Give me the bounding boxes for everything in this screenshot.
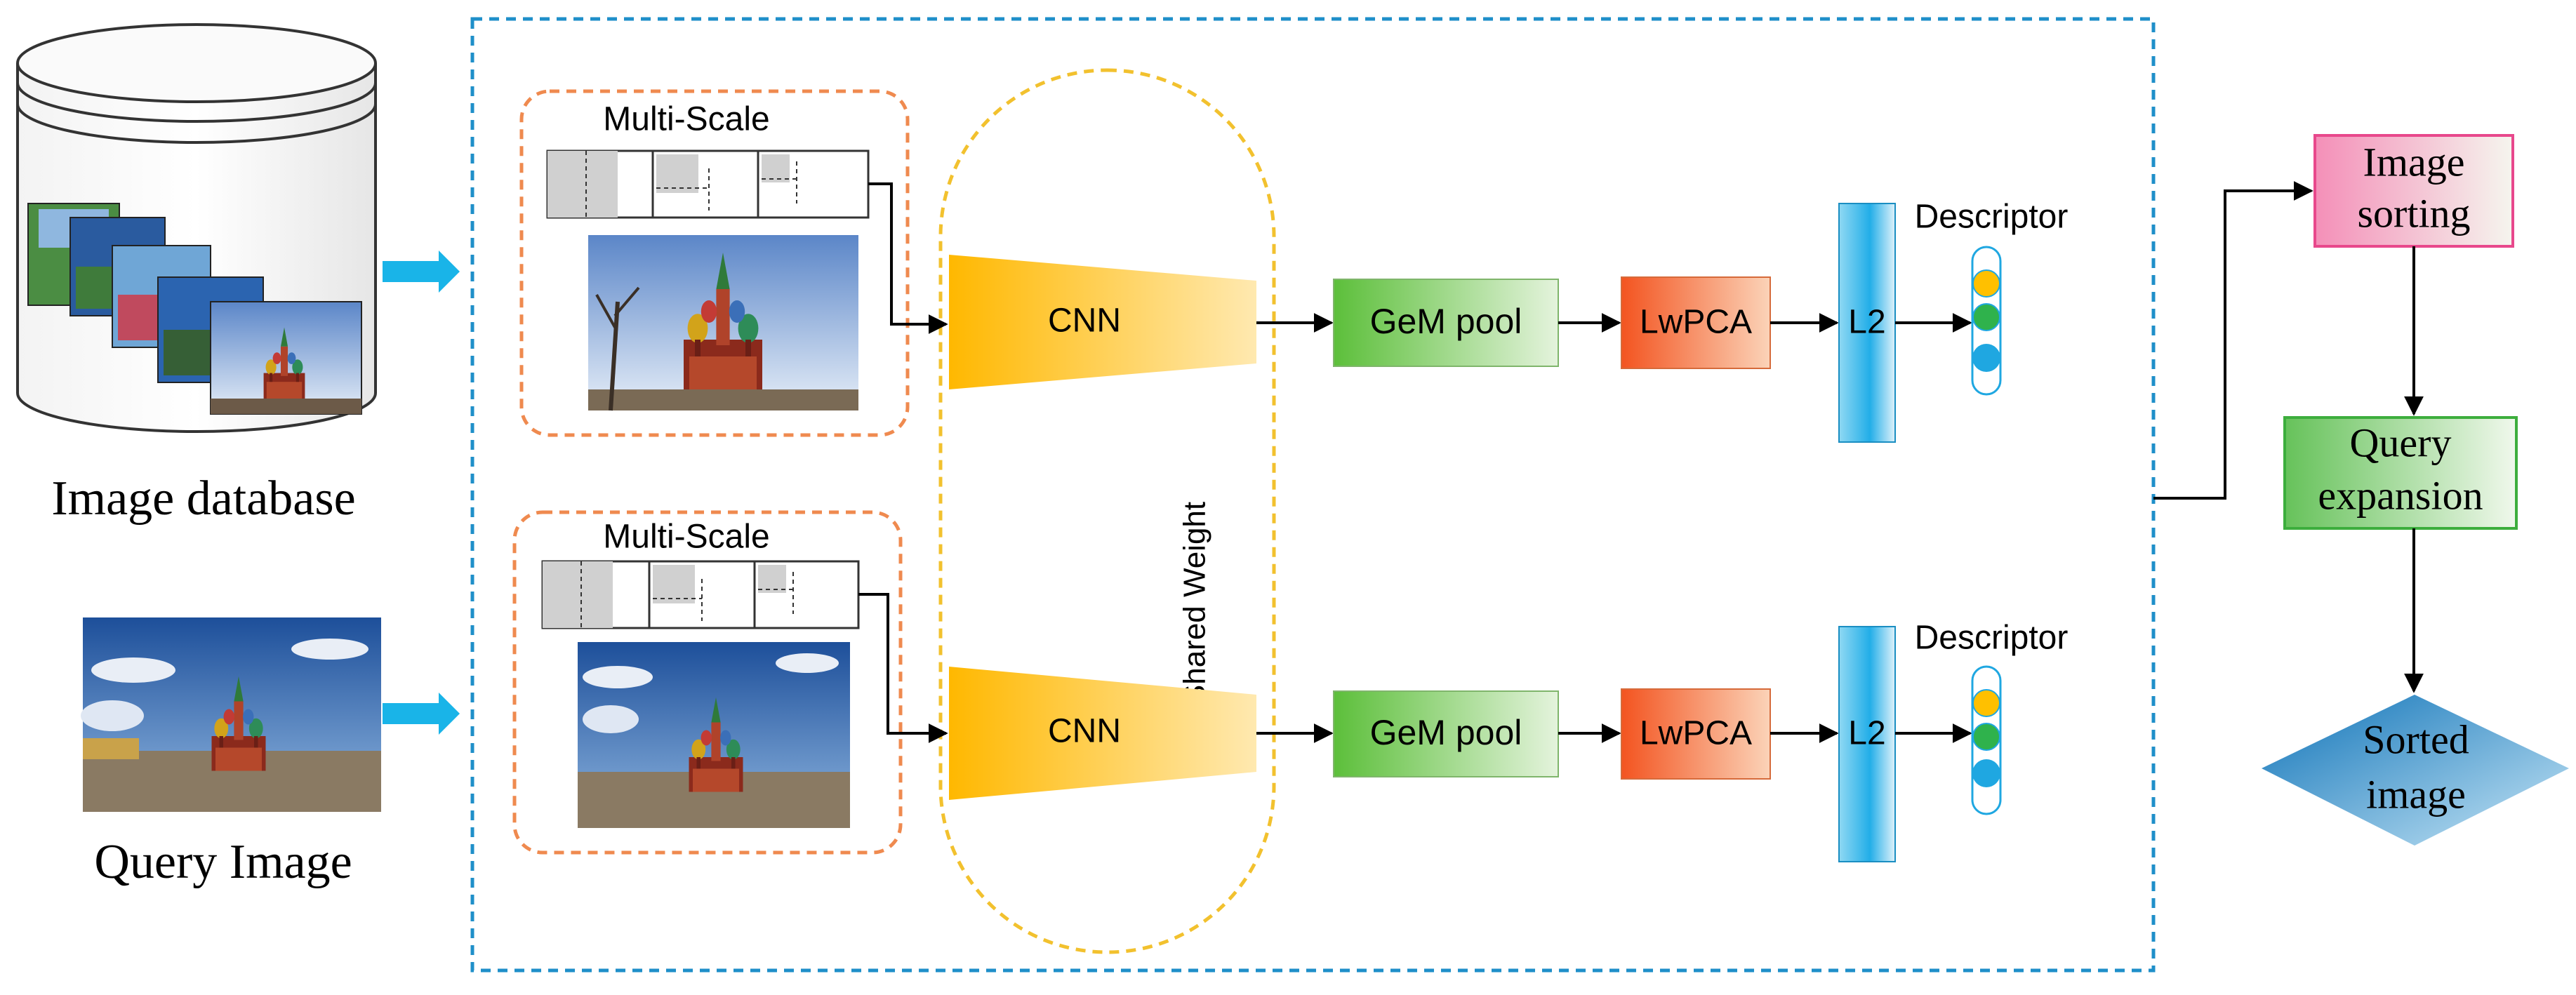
query-feed-arrow: [383, 693, 460, 735]
pipeline-frame: [470, 17, 2156, 973]
query-expansion-box: Query expansion: [2283, 416, 2518, 530]
database-label: Image database: [51, 472, 355, 526]
shared-weight-frame: [938, 68, 1276, 954]
multiscale-frame: [512, 510, 903, 855]
l2-block: [1838, 626, 1896, 862]
query-expansion-line1: Query: [2350, 420, 2452, 465]
l2-block: [1838, 203, 1896, 443]
multiscale-label: Multi-Scale: [603, 101, 769, 138]
database-feed-arrow: [383, 251, 460, 293]
query-label: Query Image: [94, 835, 352, 889]
l2-label: L2: [1848, 715, 1885, 752]
image-database: [16, 23, 377, 433]
descriptor-label: Descriptor: [1915, 620, 2069, 657]
query-photo: [81, 617, 381, 812]
database-photo-stack: [27, 203, 362, 415]
pipeline-to-sorting-arrow: [2153, 181, 2313, 500]
database-sample-photo: [588, 235, 858, 411]
sorted-image-diamond: Sorted image: [2262, 695, 2569, 846]
multiscale-grid: [546, 149, 870, 219]
image-sorting-line1: Image: [2363, 139, 2465, 185]
multiscale-to-cnn-arrow: [858, 593, 948, 743]
query-branch: Multi-Scale CNN GeM pool: [512, 510, 2069, 862]
image-sorting-line2: sorting: [2357, 190, 2470, 236]
gem-pool-label: GeM pool: [1370, 713, 1522, 752]
descriptor-label: Descriptor: [1915, 199, 2069, 236]
cnn-block: [949, 667, 1256, 800]
lwpca-block: [1621, 688, 1771, 780]
image-sorting-box: Image sorting: [2313, 134, 2514, 248]
descriptor-vector: [1971, 246, 2002, 396]
multiscale-label: Multi-Scale: [603, 519, 769, 556]
cnn-label: CNN: [1048, 713, 1121, 750]
gem-pool-block: [1333, 279, 1559, 367]
multiscale-to-cnn-arrow: [868, 182, 948, 334]
lwpca-block: [1621, 276, 1771, 369]
cnn-label: CNN: [1048, 302, 1121, 340]
lwpca-label: LwPCA: [1640, 715, 1752, 752]
query-expansion-line2: expansion: [2318, 472, 2483, 518]
sorted-image-line2: image: [2366, 771, 2466, 817]
query-sample-photo: [578, 642, 850, 828]
database-branch: Multi-Scale CNN GeM pool: [519, 89, 2069, 443]
gem-pool-label: GeM pool: [1370, 302, 1522, 341]
shared-weight-label: Shared Weight: [1178, 502, 1212, 705]
lwpca-label: LwPCA: [1640, 304, 1752, 341]
multiscale-grid: [541, 560, 860, 629]
sorted-image-line1: Sorted: [2363, 716, 2469, 762]
gem-pool-block: [1333, 690, 1559, 777]
l2-label: L2: [1848, 304, 1885, 341]
descriptor-vector: [1971, 665, 2002, 815]
cnn-block: [949, 255, 1256, 389]
